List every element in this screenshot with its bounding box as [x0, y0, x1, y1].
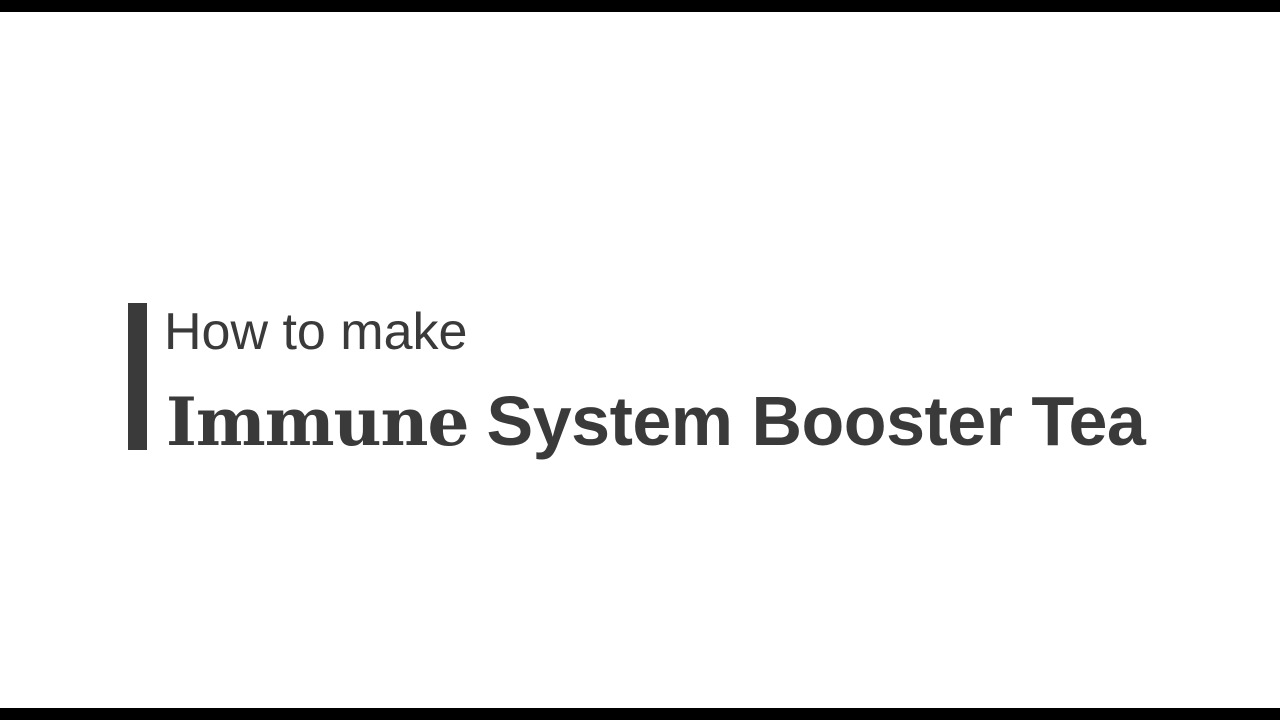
title-part-1: Immune — [166, 383, 470, 461]
title-part-2: System Booster Tea — [486, 382, 1146, 460]
letterbox-bottom — [0, 708, 1280, 720]
subtitle: How to make — [164, 303, 468, 361]
accent-bar — [128, 303, 147, 450]
letterbox-top — [0, 0, 1280, 12]
